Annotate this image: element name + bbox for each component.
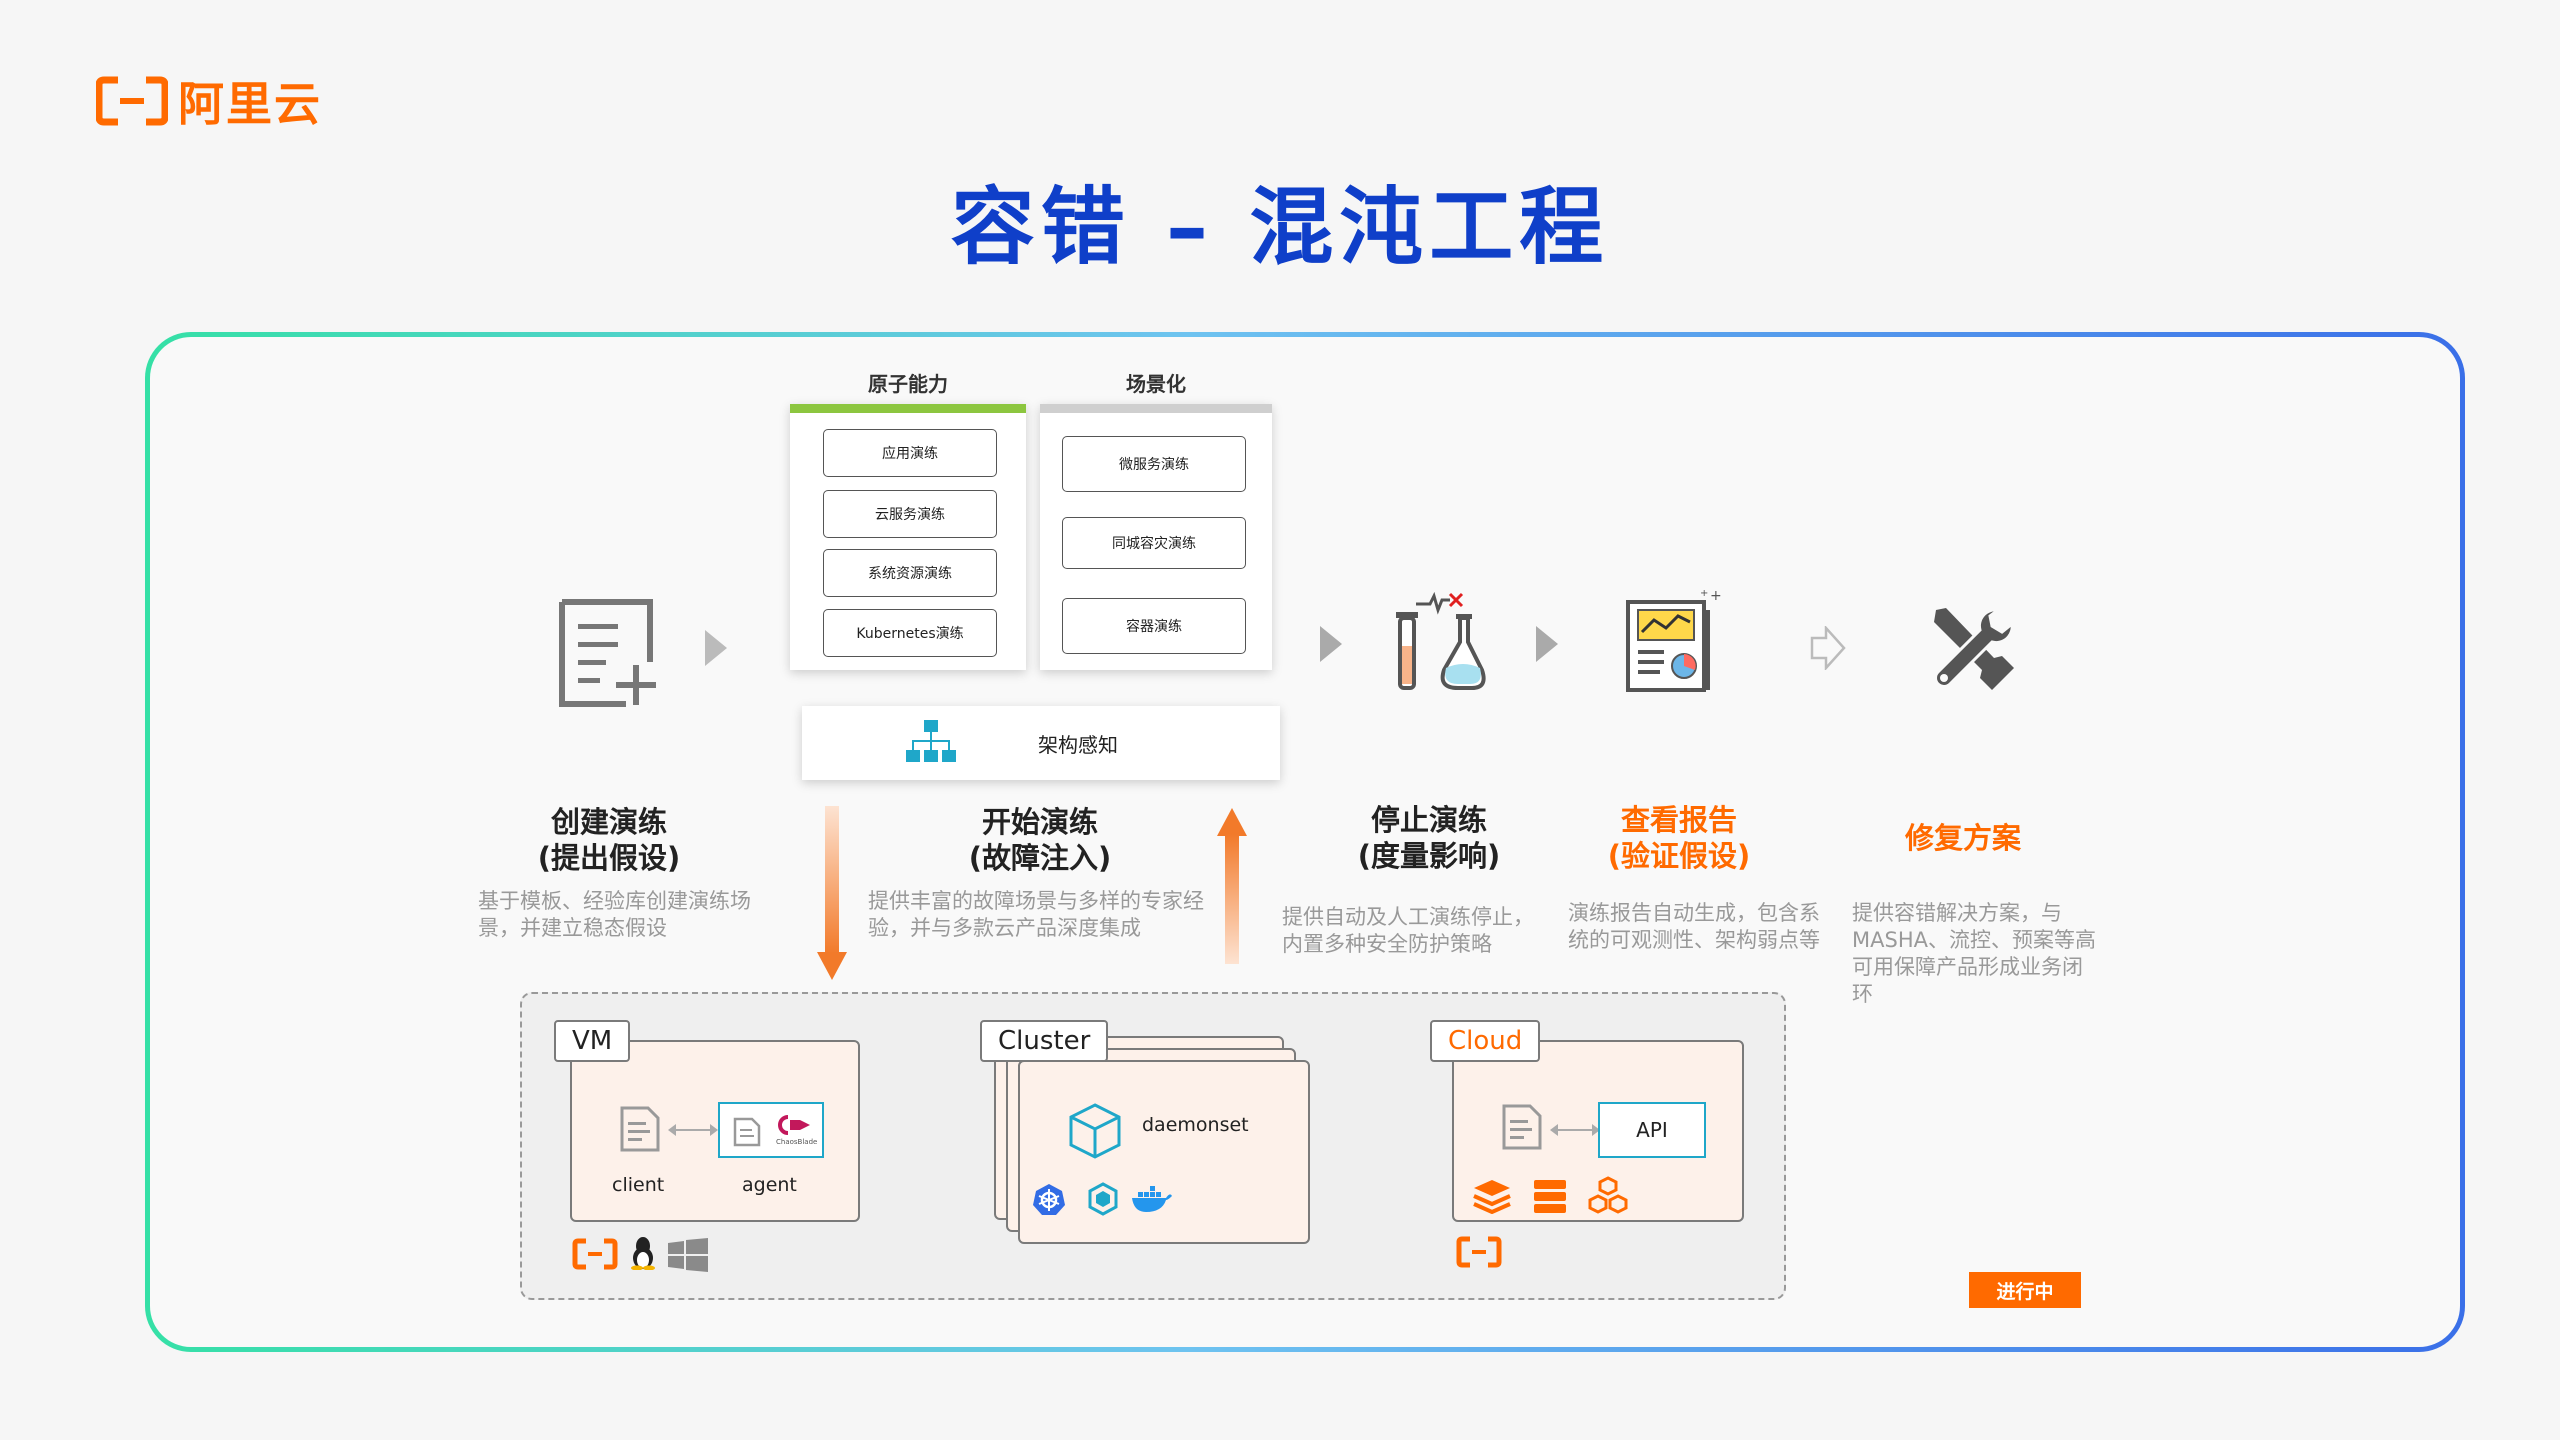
cloud-tag: Cloud: [1430, 1020, 1541, 1062]
report-icon: + +: [1624, 588, 1724, 700]
client-label: client: [612, 1174, 665, 1196]
arrow-right-4: [1810, 624, 1846, 674]
docker-icon: [1130, 1184, 1172, 1214]
atomic-label: 原子能力: [868, 372, 948, 396]
scenario-bar: [1040, 404, 1272, 413]
atomic-item[interactable]: 应用演练: [823, 429, 997, 477]
scenario-item[interactable]: 容器演练: [1062, 598, 1246, 654]
arch-awareness[interactable]: 架构感知: [802, 706, 1280, 780]
api-box[interactable]: API: [1598, 1102, 1706, 1158]
svg-text:+: +: [1700, 590, 1708, 599]
step-desc: 提供丰富的故障场景与多样的专家经验，并与多款云产品深度集成: [868, 889, 1204, 940]
step-desc: 演练报告自动生成，包含系统的可观测性、架构弱点等: [1568, 901, 1820, 952]
status-badge: 进行中: [1969, 1272, 2081, 1308]
agent-label: agent: [742, 1174, 797, 1196]
arrow-right-3: [1536, 626, 1558, 662]
cluster-tag: Cluster: [980, 1020, 1109, 1062]
cluster-box[interactable]: [1018, 1060, 1310, 1244]
tools-icon: [1928, 604, 2018, 694]
scenario-item[interactable]: 同城容灾演练: [1062, 517, 1246, 569]
linux-icon: [630, 1236, 656, 1271]
step-stop: 停止演练 (度量影响): [1298, 802, 1560, 874]
client-doc-icon: [618, 1104, 662, 1154]
atomic-item[interactable]: 系统资源演练: [823, 549, 997, 597]
helm-icon: [1086, 1182, 1120, 1216]
step-desc: 提供自动及人工演练停止，内置多种安全防护策略: [1282, 905, 1534, 956]
svg-text:+: +: [1710, 590, 1722, 604]
agent-badge: ChaosBlade: [776, 1138, 818, 1146]
scenario-label: 场景化: [1126, 372, 1186, 396]
step-subtitle: (度量影响): [1357, 839, 1501, 873]
step-desc: 提供容错解决方案，与MASHA、流控、预案等高可用保障产品形成业务闭环: [1852, 901, 2096, 1006]
stack-icon: [1472, 1178, 1512, 1215]
step-desc: 基于模板、经验库创建演练场景，并建立稳态假设: [478, 889, 751, 940]
org-chart-icon: [906, 718, 956, 768]
arch-label: 架构感知: [1038, 732, 1118, 757]
agent-box[interactable]: ChaosBlade: [718, 1102, 824, 1158]
server-icon: [1532, 1178, 1568, 1214]
step-subtitle: (故障注入): [968, 841, 1112, 875]
step-report: 查看报告 (验证假设): [1548, 802, 1810, 874]
step-subtitle: (提出假设): [537, 841, 681, 875]
bidirectional-arrow-icon: [668, 1122, 718, 1136]
scenario-panel: 微服务演练 同城容灾演练 容器演练: [1040, 404, 1272, 670]
atomic-item[interactable]: 云服务演练: [823, 490, 997, 538]
step-title: 开始演练: [981, 805, 1098, 839]
step-title: 查看报告: [1620, 803, 1737, 837]
arrow-right-2: [1320, 626, 1342, 662]
step-create: 创建演练 (提出假设): [478, 804, 740, 876]
step-title: 创建演练: [550, 805, 667, 839]
atomic-panel: 应用演练 云服务演练 系统资源演练 Kubernetes演练: [790, 404, 1026, 670]
step-start: 开始演练 (故障注入): [900, 804, 1180, 876]
step-title: 修复方案: [1904, 821, 2021, 855]
cube-icon: [1068, 1102, 1122, 1160]
aliyun-logo-icon: [1456, 1236, 1502, 1268]
step-subtitle: (验证假设): [1607, 839, 1751, 873]
create-doc-icon: [556, 598, 660, 708]
atomic-bar: [790, 404, 1026, 413]
agent-doc-icon: [733, 1117, 761, 1147]
chaosblade-icon: [778, 1115, 810, 1135]
cloud-doc-icon: [1500, 1102, 1544, 1152]
scenario-item[interactable]: 微服务演练: [1062, 436, 1246, 492]
aliyun-logo-icon: [572, 1238, 618, 1270]
windows-icon: [668, 1238, 708, 1272]
kubernetes-icon: [1032, 1182, 1066, 1216]
test-tube-icon: [1388, 590, 1490, 694]
arrow-down-orange: [817, 806, 847, 980]
arrow-up-orange: [1217, 808, 1247, 964]
vm-tag: VM: [554, 1020, 631, 1062]
hexagon-cluster-icon: [1586, 1176, 1630, 1214]
atomic-item[interactable]: Kubernetes演练: [823, 609, 997, 657]
daemonset-label: daemonset: [1142, 1114, 1249, 1136]
bidirectional-arrow-icon: [1550, 1122, 1600, 1136]
brand-name: 阿里云: [178, 77, 322, 131]
arrow-right-1: [705, 630, 727, 666]
page-title: 容错 – 混沌工程: [950, 178, 1610, 276]
aliyun-logo: 阿里云: [95, 74, 322, 131]
step-fix: 修复方案: [1832, 820, 2094, 856]
aliyun-logo-icon: [95, 76, 169, 126]
step-title: 停止演练: [1370, 803, 1487, 837]
